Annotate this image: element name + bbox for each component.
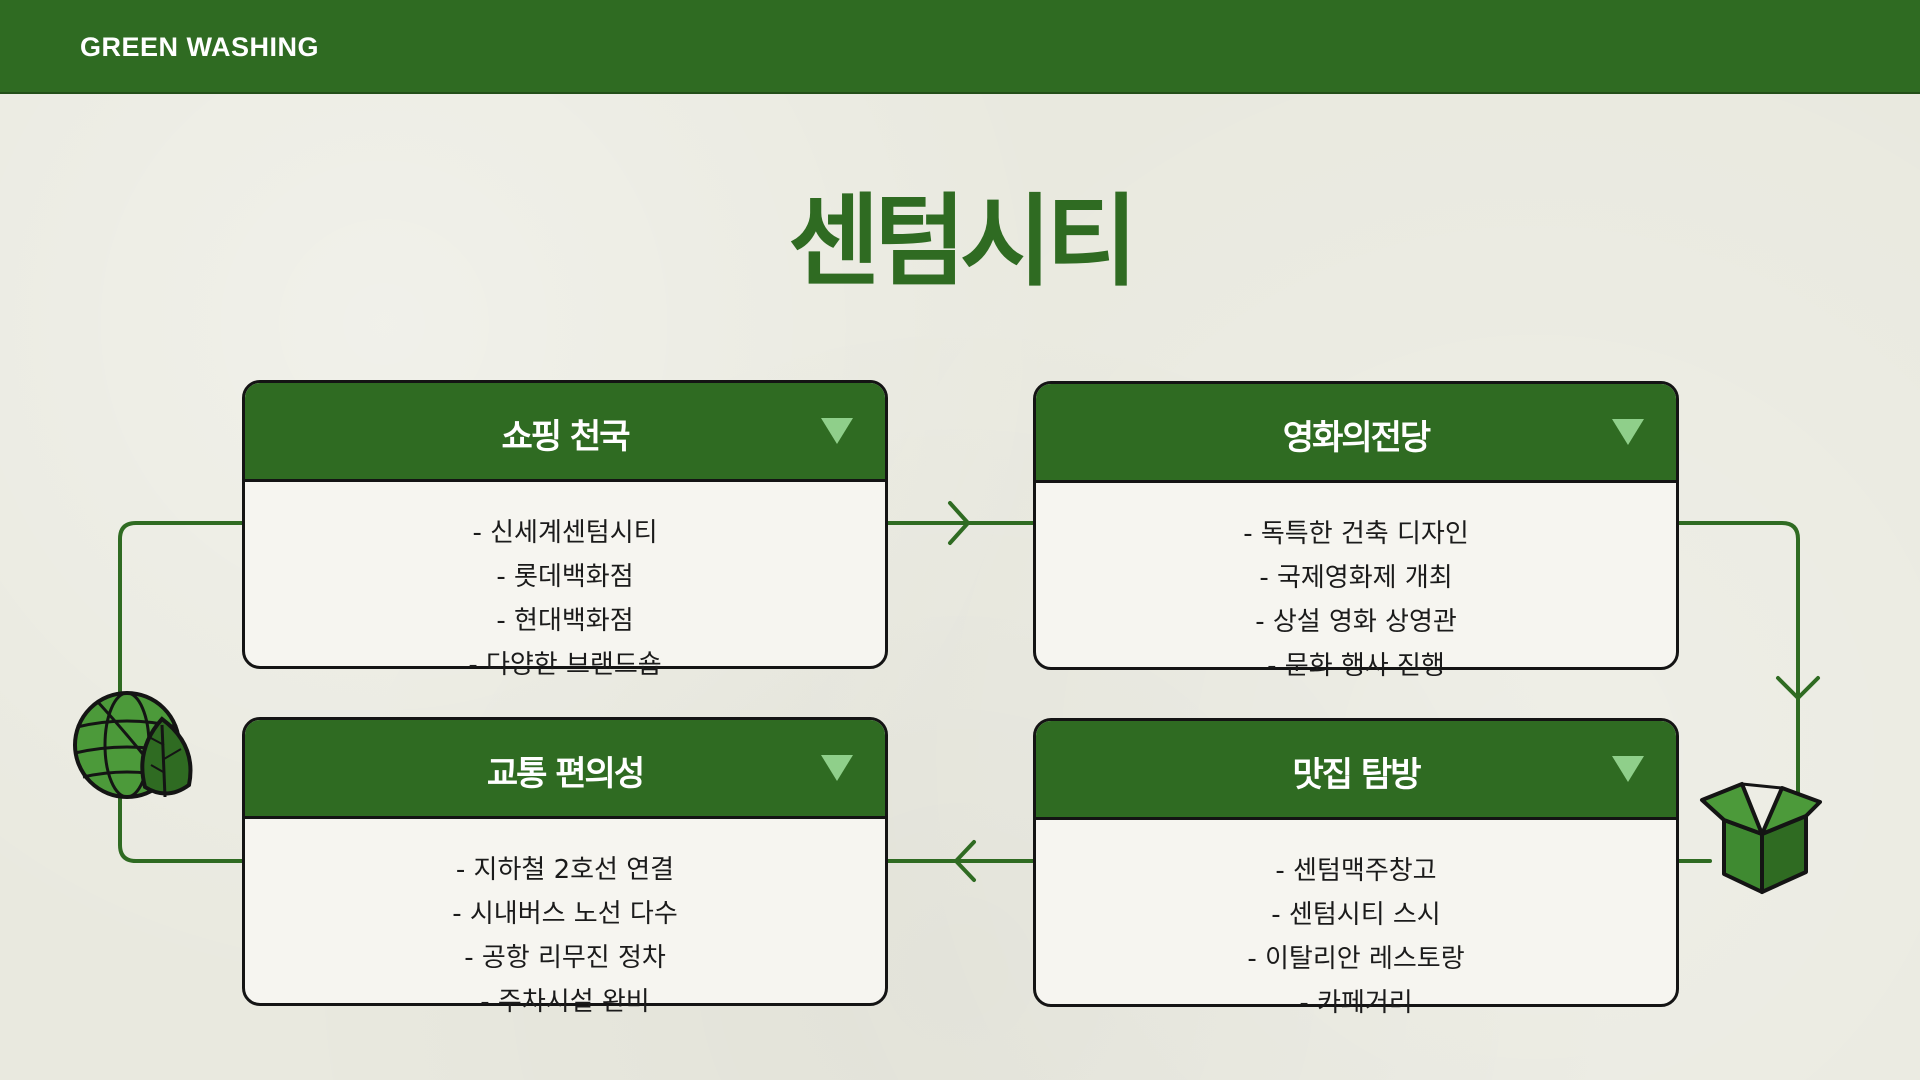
- card-title: 영화의전당: [1282, 418, 1431, 458]
- chevron-down-icon[interactable]: [1612, 419, 1644, 445]
- list-item: - 현대백화점: [496, 606, 634, 636]
- recycle-box-icon: [1700, 782, 1822, 894]
- card-header: 영화의전당: [1036, 384, 1676, 483]
- brand-title: GREEN WASHING: [80, 32, 320, 62]
- connector-left: [118, 521, 244, 863]
- list-item: - 독특한 건축 디자인: [1243, 519, 1469, 549]
- arrow-left-icon: [954, 840, 976, 882]
- top-header-bar: GREEN WASHING: [0, 0, 1920, 94]
- list-item: - 센텀맥주창고: [1275, 856, 1437, 886]
- list-item: - 상설 영화 상영관: [1255, 607, 1457, 637]
- list-item: - 센텀시티 스시: [1271, 900, 1441, 930]
- globe-leaf-icon: [73, 691, 193, 799]
- card-body: - 지하철 2호선 연결 - 시내버스 노선 다수 - 공항 리무진 정차 - …: [245, 848, 885, 1024]
- card-cinema: 영화의전당 - 독특한 건축 디자인 - 국제영화제 개최 - 상설 영화 상영…: [1033, 381, 1679, 681]
- card-body: - 독특한 건축 디자인 - 국제영화제 개최 - 상설 영화 상영관 - 문화…: [1036, 512, 1676, 688]
- list-item: - 카페거리: [1299, 988, 1413, 1018]
- card-food: 맛집 탐방 - 센텀맥주창고 - 센텀시티 스시 - 이탈리안 레스토랑 - 카…: [1033, 718, 1679, 1018]
- chevron-down-icon[interactable]: [821, 755, 853, 781]
- page-title: 센텀시티: [788, 183, 1138, 300]
- card-shopping: 쇼핑 천국 - 신세계센텀시티 - 롯데백화점 - 현대백화점 - 다양한 브랜…: [242, 380, 888, 680]
- list-item: - 지하철 2호선 연결: [455, 855, 675, 885]
- list-item: - 공항 리무진 정차: [464, 943, 666, 973]
- list-item: - 시내버스 노선 다수: [452, 899, 678, 929]
- list-item: - 주차시설 완비: [480, 987, 650, 1017]
- card-body: - 신세계센텀시티 - 롯데백화점 - 현대백화점 - 다양한 브랜드숍: [245, 511, 885, 687]
- list-item: - 다양한 브랜드숍: [468, 650, 662, 680]
- card-title: 쇼핑 천국: [501, 417, 631, 457]
- connector-right: [1674, 521, 1800, 802]
- card-header: 교통 편의성: [245, 720, 885, 819]
- list-item: - 문화 행사 진행: [1267, 651, 1445, 681]
- chevron-down-icon[interactable]: [821, 418, 853, 444]
- card-header: 쇼핑 천국: [245, 383, 885, 482]
- arrow-right-icon: [948, 501, 970, 545]
- list-item: - 이탈리안 레스토랑: [1247, 944, 1465, 974]
- card-title: 교통 편의성: [486, 754, 645, 794]
- card-header: 맛집 탐방: [1036, 721, 1676, 820]
- arrow-down-icon: [1776, 676, 1820, 700]
- card-title: 맛집 탐방: [1292, 755, 1422, 795]
- list-item: - 국제영화제 개최: [1259, 563, 1453, 593]
- list-item: - 신세계센텀시티: [472, 518, 658, 548]
- card-transport: 교통 편의성 - 지하철 2호선 연결 - 시내버스 노선 다수 - 공항 리무…: [242, 717, 888, 1017]
- chevron-down-icon[interactable]: [1612, 756, 1644, 782]
- list-item: - 롯데백화점: [496, 562, 634, 592]
- card-body: - 센텀맥주창고 - 센텀시티 스시 - 이탈리안 레스토랑 - 카페거리: [1036, 849, 1676, 1025]
